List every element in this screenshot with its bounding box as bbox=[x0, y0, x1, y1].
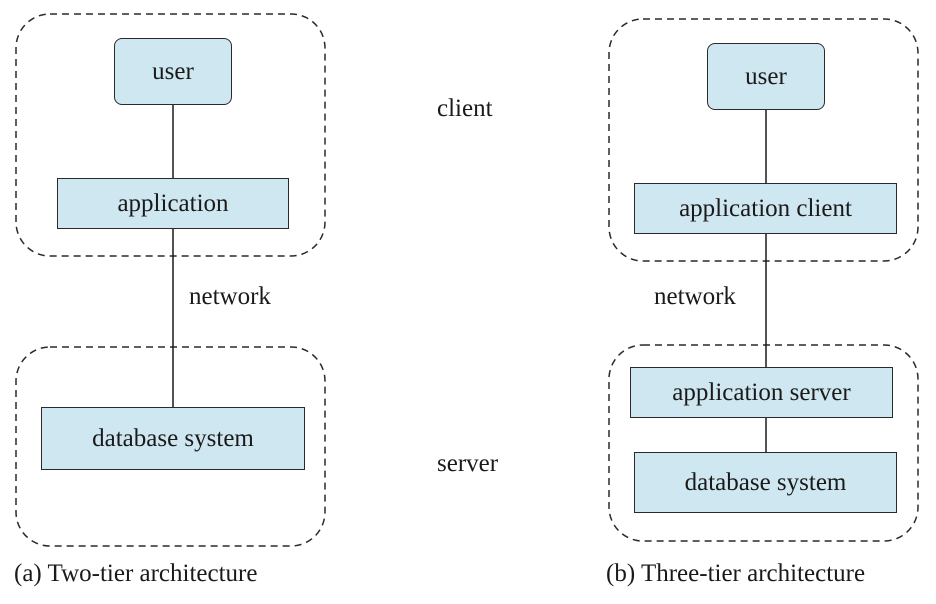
three-tier-client-region bbox=[608, 18, 919, 262]
two-tier-application-box: application bbox=[57, 178, 289, 229]
three-tier-network-label: network bbox=[654, 283, 736, 310]
three-tier-caption: (b) Three-tier architecture bbox=[606, 560, 866, 587]
three-tier-server-region bbox=[608, 344, 919, 542]
two-tier-user-box: user bbox=[114, 38, 232, 105]
two-tier-client-region bbox=[15, 13, 326, 257]
two-tier-server-region bbox=[15, 346, 326, 547]
two-tier-database-label: database system bbox=[92, 424, 254, 452]
three-tier-user-label: user bbox=[745, 62, 787, 90]
two-tier-user-label: user bbox=[152, 57, 194, 85]
application-server-label: application server bbox=[672, 378, 851, 406]
client-label: client bbox=[437, 95, 493, 122]
two-tier-network-label: network bbox=[189, 283, 271, 310]
application-client-label: application client bbox=[679, 194, 852, 222]
application-client-box: application client bbox=[634, 183, 897, 234]
three-tier-database-box: database system bbox=[634, 452, 897, 513]
three-tier-database-label: database system bbox=[684, 468, 847, 496]
two-tier-caption: (a) Two-tier architecture bbox=[14, 560, 258, 587]
two-tier-database-box: database system bbox=[41, 407, 305, 470]
server-label: server bbox=[437, 450, 499, 477]
two-tier-application-label: application bbox=[117, 189, 229, 217]
application-server-box: application server bbox=[630, 367, 893, 418]
three-tier-user-box: user bbox=[707, 43, 825, 110]
